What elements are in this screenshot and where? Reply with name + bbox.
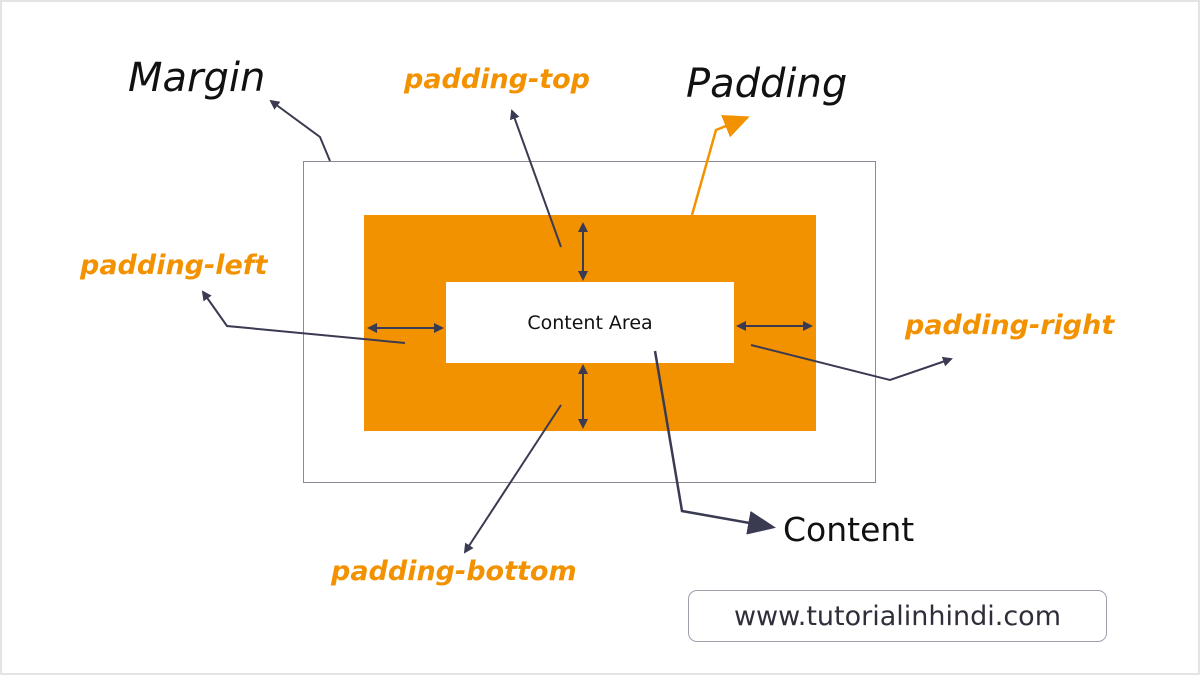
padding-left-pointer-arrow	[201, 290, 406, 344]
padding-bottom-label: padding-bottom	[331, 556, 577, 587]
website-url-text: www.tutorialinhindi.com	[733, 600, 1062, 632]
padding-right-pointer-arrow	[750, 344, 953, 382]
content-pointer-arrow	[653, 350, 776, 535]
padding-bottom-pointer-arrow	[463, 404, 562, 554]
padding-pointer-arrow	[690, 115, 750, 216]
padding-top-label: padding-top	[404, 64, 590, 95]
padding-top-pointer-arrow	[510, 109, 562, 248]
margin-label: Margin	[128, 55, 266, 101]
margin-box	[303, 161, 876, 483]
content-area-label: Content Area	[527, 311, 653, 334]
website-watermark: www.tutorialinhindi.com	[688, 590, 1107, 642]
content-area-box: Content Area	[446, 282, 734, 363]
padding-left-label: padding-left	[80, 250, 268, 281]
margin-pointer-arrow	[269, 99, 331, 162]
content-label: Content	[783, 510, 915, 549]
padding-right-label: padding-right	[905, 310, 1115, 341]
padding-label: Padding	[686, 61, 848, 107]
